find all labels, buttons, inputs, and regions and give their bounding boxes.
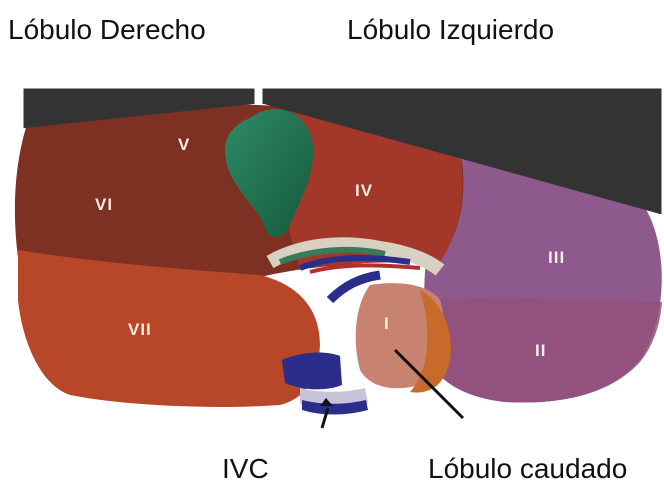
segment-iv-label: IV xyxy=(355,181,373,200)
segment-v-label: V xyxy=(178,135,190,154)
segment-i-label: I xyxy=(384,314,390,333)
segment-iii-label: III xyxy=(548,248,565,267)
segment-ii-label: II xyxy=(535,341,546,360)
segment-vi-label: VI xyxy=(95,195,113,214)
segment-vii-label: VII xyxy=(128,320,152,339)
segment-ii-shape xyxy=(432,298,662,402)
